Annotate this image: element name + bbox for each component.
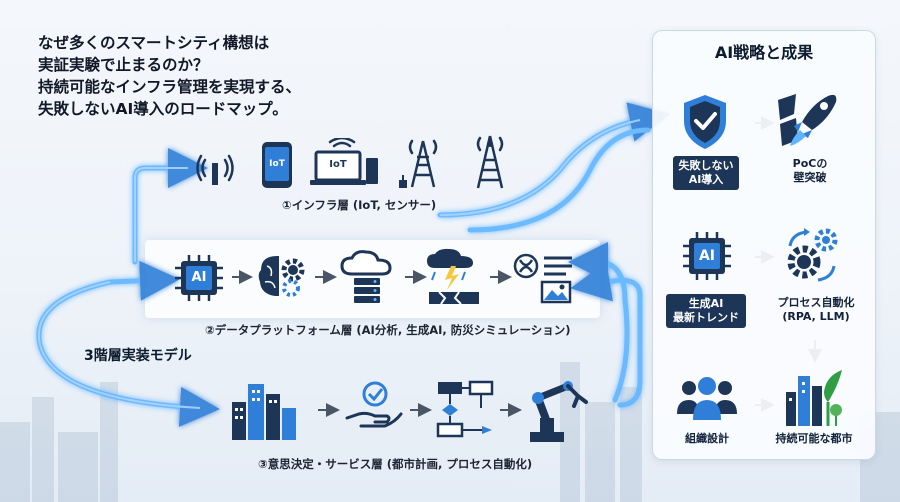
city-buildings-icon bbox=[232, 384, 296, 440]
ai-strategy-panel-title: AI戦略と成果 bbox=[714, 43, 814, 62]
headline-line-4: 失敗しないAI導入のロードマップ。 bbox=[38, 100, 288, 118]
data-platform-layer-caption: ②データプラットフォーム層 (AI分析, 生成AI, 防災シミュレーション) bbox=[205, 323, 571, 337]
generative-ai-trend-line-2: 最新トレンド bbox=[673, 311, 739, 324]
headline: なぜ多くのスマートシティ構想は 実証実験で止まるのか？ 持続可能なインフラ管理を… bbox=[38, 32, 378, 120]
poc-breakthrough-text: PoCの 壁突破 bbox=[772, 157, 848, 185]
process-automation-gears-icon bbox=[787, 228, 838, 282]
process-automation-line-2: (RPA, LLM) bbox=[782, 310, 850, 323]
headline-line-1: なぜ多くのスマートシティ構想は bbox=[38, 34, 270, 52]
generative-ai-document-icon bbox=[513, 253, 572, 304]
brain-gear-icon bbox=[258, 256, 305, 297]
poc-breakthrough-line-1: PoCの bbox=[792, 157, 828, 170]
storm-disaster-icon bbox=[427, 248, 479, 305]
laptop-iot-label: IoT bbox=[329, 159, 347, 170]
city-skyline-background bbox=[0, 362, 900, 502]
generative-ai-chip-icon: AI bbox=[683, 232, 731, 280]
power-tower-icon bbox=[399, 139, 438, 188]
infrastructure-layer-caption: ①インフラ層 (IoT, センサー) bbox=[282, 198, 437, 212]
wifi-signal-icon bbox=[196, 154, 234, 185]
sustainable-city-icon bbox=[786, 370, 842, 426]
process-automation-text: プロセス自動化 (RPA, LLM) bbox=[766, 296, 866, 324]
sustainable-city-text: 持続可能な都市 bbox=[775, 432, 853, 445]
generative-ai-trend-line-1: 生成AI bbox=[688, 297, 724, 310]
hand-check-icon bbox=[345, 381, 403, 428]
decision-service-layer-caption: ③意思決定・サービス層 (都市計画, プロセス自動化) bbox=[258, 457, 533, 471]
poc-breakthrough-line-2: 壁突破 bbox=[793, 171, 827, 184]
failure-free-ai-badge-line-1: 失敗しない bbox=[678, 159, 734, 172]
organization-design-text: 組織設計 bbox=[685, 432, 729, 445]
generative-ai-chip-label: AI bbox=[698, 248, 716, 264]
rocket-breakthrough-icon bbox=[778, 94, 837, 146]
headline-line-3: 持続可能なインフラ管理を実現する、 bbox=[38, 78, 302, 96]
ai-chip-icon: AI bbox=[175, 255, 223, 301]
flowchart-icon bbox=[436, 380, 494, 438]
laptop-icon bbox=[310, 138, 378, 185]
headline-line-2: 実証実験で止まるのか？ bbox=[38, 56, 209, 74]
failure-free-ai-badge-line-2: AI導入 bbox=[688, 173, 724, 186]
shield-check-icon bbox=[684, 95, 726, 149]
ai-chip-label: AI bbox=[191, 270, 207, 285]
robot-arm-icon bbox=[530, 381, 588, 442]
failure-free-ai-badge: 失敗しない AI導入 bbox=[673, 156, 739, 190]
smartphone-icon: IoT bbox=[262, 142, 292, 188]
three-layer-model-label: 3階層実装モデル bbox=[84, 348, 192, 364]
cloud-server-icon bbox=[340, 250, 392, 303]
smartphone-iot-label: IoT bbox=[265, 147, 289, 181]
generative-ai-trend-badge: 生成AI 最新トレンド bbox=[666, 294, 746, 328]
organization-team-icon bbox=[677, 377, 737, 420]
cell-tower-icon bbox=[476, 135, 504, 189]
process-automation-line-1: プロセス自動化 bbox=[777, 296, 855, 309]
